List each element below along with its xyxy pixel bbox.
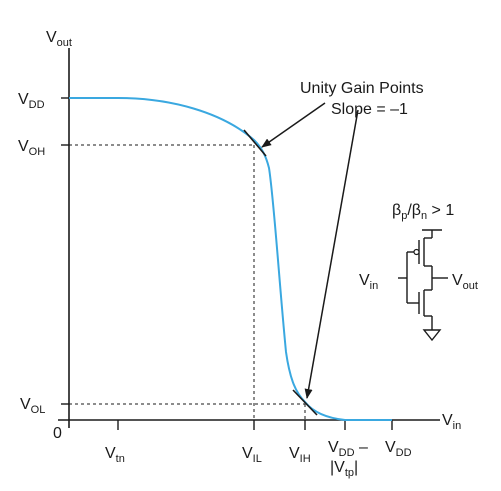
vout-label: Vout bbox=[452, 272, 478, 292]
vin-label: Vin bbox=[359, 272, 378, 292]
x-tick-label-vdd: VDD bbox=[385, 439, 412, 459]
unity-gain-tangents bbox=[243, 129, 318, 416]
arrow-to-upper-point bbox=[261, 102, 326, 148]
tangent-upper bbox=[243, 129, 267, 157]
x-tick-marks bbox=[117, 420, 393, 430]
y-tick-label-voh: VOH bbox=[18, 138, 45, 158]
x-axis-label: Vin bbox=[442, 412, 461, 432]
transfer-curve bbox=[69, 97, 392, 421]
cmos-inverter-schematic: βp/βn > 1 bbox=[359, 202, 478, 342]
arrow-to-lower-point bbox=[304, 109, 359, 399]
y-tick-label-vdd: VDD bbox=[18, 91, 45, 111]
schematic-wires bbox=[398, 229, 448, 330]
y-tick-marks bbox=[61, 97, 69, 405]
x-tick-label-vtn: Vtn bbox=[105, 445, 125, 465]
guide-lines bbox=[69, 144, 306, 420]
x-tick-label-vil: VIL bbox=[242, 445, 262, 465]
x-tick-label-vdd-minus: VDD – bbox=[328, 439, 368, 459]
annotation-unity-gain: Unity Gain Points bbox=[300, 80, 424, 97]
x-tick-label-vih: VIH bbox=[289, 445, 311, 465]
origin-label: 0 bbox=[53, 425, 62, 442]
y-tick-label-vol: VOL bbox=[20, 396, 45, 416]
annotation-arrows bbox=[261, 102, 359, 399]
tangent-lower bbox=[292, 389, 318, 416]
annotation-slope: Slope = –1 bbox=[331, 101, 408, 118]
y-axis-label: Vout bbox=[46, 29, 72, 49]
beta-ratio-label: βp/βn > 1 bbox=[392, 202, 454, 222]
pmos-gate-bubble bbox=[413, 248, 420, 256]
x-tick-label-vtp: |Vtp| bbox=[330, 459, 358, 479]
ground-icon bbox=[422, 329, 442, 342]
